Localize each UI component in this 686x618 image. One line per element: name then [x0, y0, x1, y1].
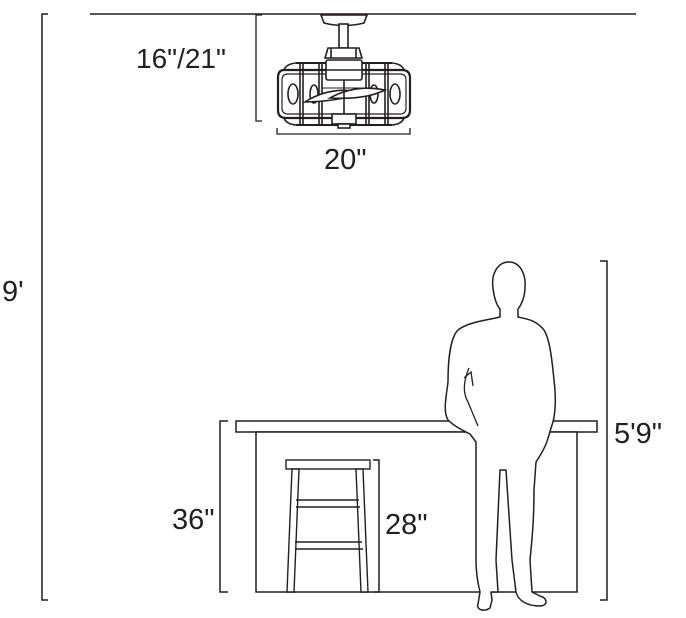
person-hand-detail — [463, 370, 474, 387]
person-silhouette — [444, 261, 557, 611]
fan-drop-label: 16"/21" — [136, 43, 226, 74]
stool-height-bracket — [373, 459, 380, 593]
fan-width-label: 20" — [324, 144, 367, 176]
counter-height-label: 36" — [172, 504, 215, 536]
person-arm-detail — [463, 367, 479, 427]
ceiling-fan — [276, 14, 412, 129]
ceiling-height-bracket — [41, 13, 48, 601]
person-height-label: 5'9" — [614, 418, 662, 450]
fan-width-bracket — [276, 128, 411, 135]
stool-height-label: 28" — [385, 509, 428, 541]
person-height-bracket — [600, 260, 608, 601]
ceiling-height-label: 9' — [2, 276, 24, 308]
counter-height-bracket — [219, 420, 228, 593]
fan-drop-bracket — [255, 14, 262, 122]
bar-stool — [285, 459, 371, 593]
